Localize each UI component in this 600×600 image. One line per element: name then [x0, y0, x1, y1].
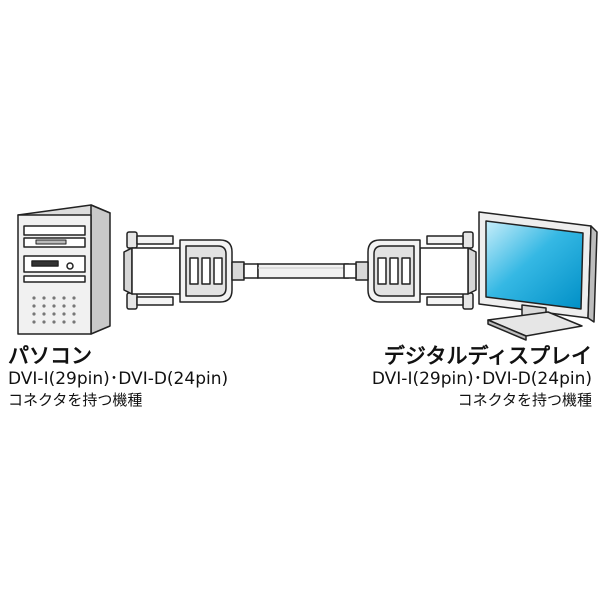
pc-label: パソコン DVI-I(29pin)･DVI-D(24pin) コネクタを持つ機種 — [8, 344, 228, 411]
dvi-connector-right-icon — [343, 231, 477, 310]
display-title: デジタルディスプレイ — [383, 344, 592, 368]
pc-connector-spec: DVI-I(29pin)･DVI-D(24pin) — [8, 369, 229, 390]
pc-title: パソコン — [8, 344, 92, 368]
display-label: デジタルディスプレイ DVI-I(29pin)･DVI-D(24pin) コネク… — [372, 344, 592, 411]
dvi-connector-left-icon — [123, 231, 259, 310]
cable-icon — [257, 263, 349, 279]
display-connector-description: コネクタを持つ機種 — [457, 390, 592, 409]
display-connector-spec: DVI-I(29pin)･DVI-D(24pin) — [371, 369, 592, 390]
pc-connector-description: コネクタを持つ機種 — [8, 390, 143, 409]
monitor-icon — [478, 211, 598, 341]
pc-tower-icon — [17, 204, 111, 335]
